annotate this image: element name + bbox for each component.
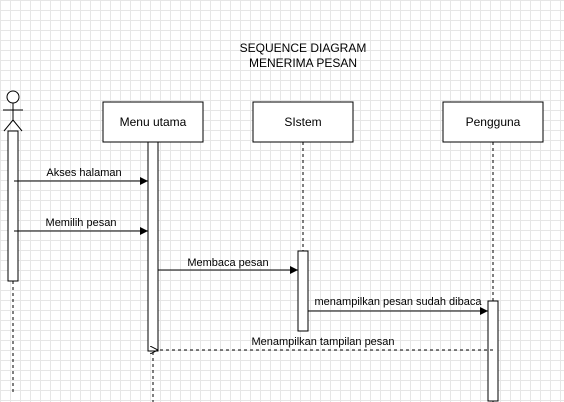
message-pesan-dibaca-label: menampilkan pesan sudah dibaca — [315, 296, 483, 308]
diagram-title-line-2: MENERIMA PESAN — [249, 56, 357, 70]
message-tampilan-pesan-label: Menampilkan tampilan pesan — [251, 336, 394, 348]
message-akses-halaman-label: Akses halaman — [46, 167, 121, 179]
sistem-activation — [297, 250, 309, 332]
participant-menu-utama[interactable]: Menu utama — [102, 101, 204, 143]
participant-pengguna[interactable]: Pengguna — [442, 101, 544, 143]
participant-menu-label: Menu utama — [120, 115, 187, 129]
actor-activation — [7, 130, 19, 282]
message-membaca-pesan-label: Membaca pesan — [187, 257, 268, 269]
actor-icon — [3, 90, 23, 132]
menu-activation — [147, 141, 159, 352]
diagram-title-line-1: SEQUENCE DIAGRAM — [240, 41, 367, 55]
participant-pengguna-label: Pengguna — [466, 115, 521, 129]
participant-sistem-label: SIstem — [284, 115, 321, 129]
message-memilih-pesan-label: Memilih pesan — [46, 217, 117, 229]
pengguna-activation — [487, 300, 499, 402]
participant-sistem[interactable]: SIstem — [252, 101, 354, 143]
